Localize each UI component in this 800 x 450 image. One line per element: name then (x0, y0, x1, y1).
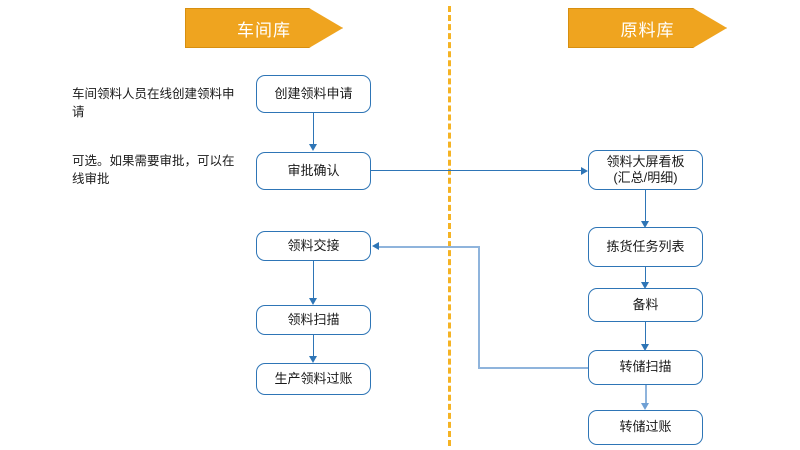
edge-picklist-to-prepare-line (645, 267, 647, 283)
edge-dashboard-to-picklist-line (645, 190, 647, 222)
node-transfer-post-label: 转储过账 (619, 419, 672, 435)
note-approve-confirm: 可选。如果需要审批，可以在线审批 (72, 154, 235, 187)
edge-dashboard-to-picklist-arrow (641, 221, 649, 228)
note-create-request: 车间领料人员在线创建领料申请 (72, 87, 235, 120)
edge-create-to-approve-line (313, 113, 315, 145)
edge-prepare-to-transferscan-arrow (641, 344, 649, 351)
node-material-scan[interactable]: 领料扫描 (256, 305, 371, 335)
edge-create-to-approve-arrow (309, 144, 317, 151)
edge-scan-to-post-line (313, 335, 315, 357)
edge-prepare-to-transferscan-line (645, 322, 647, 345)
lane-label-workshop-warehouse: 车间库 (237, 20, 291, 40)
node-approve-confirm[interactable]: 审批确认 (256, 152, 371, 190)
node-prepare-material-label: 备料 (632, 296, 659, 312)
node-dashboard-label: 领料大屏看板 (汇总/明细) (606, 153, 685, 185)
edge-approve-to-dashboard-line (371, 170, 581, 172)
edge-handover-to-scan-line (313, 261, 315, 299)
node-pick-task-list-label: 拣货任务列表 (606, 238, 685, 254)
node-transfer-post[interactable]: 转储过账 (588, 410, 703, 445)
node-create-request-label: 创建领料申请 (274, 85, 353, 101)
edge-transferscan-to-handover-segment-h1 (478, 367, 588, 369)
node-dashboard[interactable]: 领料大屏看板 (汇总/明细) (588, 150, 703, 190)
node-production-post-label: 生产领料过账 (274, 370, 353, 386)
node-material-handover[interactable]: 领料交接 (256, 231, 371, 261)
node-create-request[interactable]: 创建领料申请 (256, 75, 371, 113)
node-prepare-material[interactable]: 备料 (588, 288, 703, 322)
node-material-handover-label: 领料交接 (287, 237, 340, 253)
edge-picklist-to-prepare-arrow (641, 282, 649, 289)
edge-transferscan-to-handover-segment-v (478, 246, 480, 368)
edge-scan-to-post-arrow (309, 356, 317, 363)
node-material-scan-label: 领料扫描 (287, 311, 340, 327)
lane-label-raw-material-warehouse: 原料库 (620, 20, 675, 40)
edge-approve-to-dashboard-arrow (581, 166, 588, 175)
node-transfer-scan-label: 转储扫描 (619, 359, 672, 375)
node-approve-confirm-label: 审批确认 (287, 162, 340, 178)
lane-banner-raw-material-warehouse: 原料库 (568, 8, 727, 48)
node-pick-task-list[interactable]: 拣货任务列表 (588, 227, 703, 267)
edge-transferscan-to-handover-arrow (372, 242, 379, 250)
lane-divider (448, 6, 451, 446)
edge-handover-to-scan-arrow (309, 298, 317, 305)
edge-transferscan-to-transferpost-arrow (641, 403, 649, 410)
edge-transferscan-to-transferpost-line (645, 385, 647, 404)
edge-transferscan-to-handover-segment-h2 (379, 246, 479, 248)
node-production-post[interactable]: 生产领料过账 (256, 363, 371, 395)
node-transfer-scan[interactable]: 转储扫描 (588, 350, 703, 385)
lane-banner-workshop-warehouse: 车间库 (185, 8, 343, 48)
